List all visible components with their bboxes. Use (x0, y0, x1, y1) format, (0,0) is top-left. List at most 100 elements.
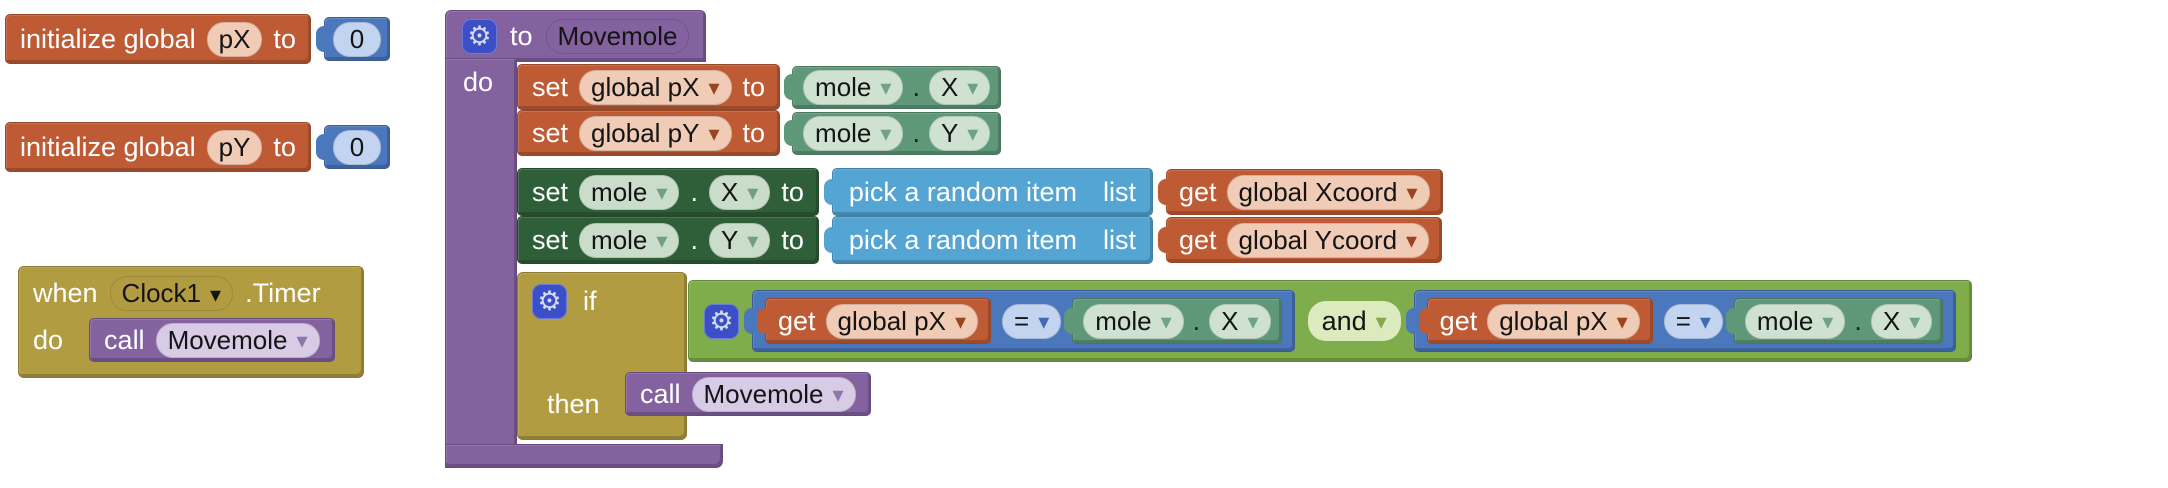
get-global-px-block[interactable]: get global pX ▾ (1418, 298, 1653, 344)
dropdown-arrow-icon: ▾ (210, 281, 222, 307)
pick-random-item-block[interactable]: pick a random item list (823, 168, 1153, 216)
set-global-px-row: set global pX ▾ to mole ▾ . X ▾ (517, 64, 1002, 110)
property-dropdown-y[interactable]: Y ▾ (928, 115, 991, 151)
property-name-text: X (720, 176, 739, 207)
call-movemole-block[interactable]: call Movemole ▾ (625, 372, 871, 416)
component-name-text: mole (815, 71, 872, 102)
variable-name-field-px[interactable]: pX (206, 21, 263, 57)
dropdown-arrow-icon: ▾ (880, 75, 892, 100)
when-do-row: do call Movemole ▾ (33, 318, 349, 362)
component-dropdown-mole[interactable]: mole ▾ (803, 115, 904, 151)
dropdown-arrow-icon: ▾ (708, 75, 720, 100)
procedure-dropdown[interactable]: Movemole ▾ (691, 376, 856, 412)
equals-block-1[interactable]: get global pX ▾ = ▾ mole ▾ . (744, 290, 1295, 352)
when-clock1-timer-block[interactable]: when Clock1 ▾ .Timer do call Movemole ▾ (18, 266, 364, 378)
number-field[interactable]: 0 (332, 21, 381, 57)
variable-dropdown-global-py[interactable]: global pY ▾ (579, 115, 732, 151)
property-dropdown-y[interactable]: Y ▾ (708, 222, 771, 258)
pick-random-item-label: pick a random item (848, 176, 1077, 207)
mole-x-getter-block[interactable]: mole ▾ . X ▾ (1064, 298, 1282, 344)
property-dropdown-x[interactable]: X ▾ (708, 174, 771, 210)
component-dropdown-mole[interactable]: mole ▾ (579, 222, 680, 258)
set-global-px-block[interactable]: set global pX ▾ to (517, 64, 781, 110)
component-dropdown-mole[interactable]: mole ▾ (579, 174, 680, 210)
component-name-text: mole (591, 224, 648, 255)
list-socket-label: list (1102, 176, 1136, 207)
component-name-text: mole (815, 117, 872, 148)
procedure-to-movemole-block[interactable]: to Movemole (445, 10, 707, 62)
set-label: set (532, 71, 569, 102)
get-global-ycoord-block[interactable]: get global Ycoord ▾ (1157, 217, 1443, 263)
property-dropdown-x[interactable]: X ▾ (928, 69, 991, 105)
variable-dropdown-global-px[interactable]: global pX ▾ (579, 69, 732, 105)
equals-block-2[interactable]: get global pX ▾ = ▾ mole ▾ . (1405, 290, 1957, 352)
list-socket-label: list (1102, 224, 1136, 255)
property-dropdown-x[interactable]: X ▾ (1870, 303, 1933, 339)
init-global-py-body[interactable]: initialize global pY to (5, 122, 311, 172)
variable-name-text: global pX (591, 71, 700, 102)
init-global-py-block[interactable]: initialize global pY to 0 (5, 122, 390, 172)
call-label: call (104, 324, 145, 355)
mutator-gear-icon[interactable] (462, 18, 497, 54)
initialize-global-label: initialize global (20, 131, 196, 162)
variable-dropdown-global-xcoord[interactable]: global Xcoord ▾ (1226, 174, 1430, 210)
set-label: set (532, 176, 569, 207)
property-dropdown-x[interactable]: X ▾ (1209, 303, 1271, 339)
property-name-text: Y (940, 117, 959, 148)
component-dropdown-mole[interactable]: mole ▾ (1744, 303, 1846, 339)
set-mole-x-block[interactable]: set mole ▾ . X ▾ to (517, 168, 819, 216)
dropdown-arrow-icon: ▾ (747, 228, 759, 253)
and-condition-block[interactable]: get global pX ▾ = ▾ mole ▾ . (688, 280, 1973, 362)
procedure-statement-stack: set global pX ▾ to mole ▾ . X ▾ set glob… (517, 64, 2157, 442)
component-dropdown-clock1[interactable]: Clock1 ▾ (110, 276, 234, 311)
dot-separator: . (912, 71, 920, 102)
init-global-px-block[interactable]: initialize global pX to 0 (5, 14, 390, 64)
call-label: call (640, 378, 681, 409)
mutator-gear-icon[interactable] (532, 284, 567, 319)
to-label: to (781, 224, 804, 255)
init-global-px-body[interactable]: initialize global pX to (5, 14, 311, 64)
dropdown-arrow-icon: ▾ (967, 75, 979, 100)
mole-x-getter-block[interactable]: mole ▾ . X ▾ (784, 65, 1002, 109)
comparison-operator-dropdown[interactable]: = ▾ (1002, 303, 1062, 339)
variable-name-text: pY (218, 131, 251, 162)
set-mole-y-block[interactable]: set mole ▾ . Y ▾ to (517, 216, 819, 264)
do-label: do (33, 324, 64, 355)
pick-random-item-block[interactable]: pick a random item list (823, 216, 1153, 264)
number-field[interactable]: 0 (332, 129, 381, 165)
mole-y-getter-block[interactable]: mole ▾ . Y ▾ (784, 111, 1002, 155)
logic-operator-dropdown[interactable]: and ▾ (1307, 301, 1401, 341)
variable-name-field-py[interactable]: pY (206, 129, 263, 165)
component-name-text: Clock1 (121, 278, 202, 308)
dropdown-arrow-icon: ▾ (1247, 309, 1259, 334)
procedure-name-field[interactable]: Movemole (546, 19, 690, 54)
procedure-dropdown[interactable]: Movemole ▾ (155, 322, 320, 358)
mole-x-getter-block[interactable]: mole ▾ . X ▾ (1725, 298, 1944, 344)
component-dropdown-mole[interactable]: mole ▾ (803, 69, 904, 105)
variable-dropdown-global-px[interactable]: global pX ▾ (825, 303, 979, 339)
set-global-py-block[interactable]: set global pY ▾ to (517, 110, 781, 156)
get-label: get (1178, 224, 1217, 255)
call-movemole-block[interactable]: call Movemole ▾ (89, 318, 335, 362)
if-header: if (532, 284, 597, 319)
variable-dropdown-global-ycoord[interactable]: global Ycoord ▾ (1226, 222, 1430, 258)
dot-separator: . (690, 224, 698, 255)
number-block-0[interactable]: 0 (315, 17, 390, 61)
logic-operator-text: and (1321, 305, 1367, 336)
component-dropdown-mole[interactable]: mole ▾ (1083, 303, 1184, 339)
when-label: when (33, 278, 98, 308)
variable-dropdown-global-px[interactable]: global pX ▾ (1487, 303, 1640, 339)
number-text: 0 (349, 131, 365, 162)
set-label: set (532, 224, 569, 255)
procedure-name-text: Movemole (167, 324, 288, 355)
get-global-px-block[interactable]: get global pX ▾ (756, 298, 992, 344)
dropdown-arrow-icon: ▾ (708, 121, 720, 146)
procedure-name-text: Movemole (557, 20, 678, 51)
comparison-operator-dropdown[interactable]: = ▾ (1663, 303, 1723, 339)
to-label: to (742, 117, 766, 148)
dropdown-arrow-icon: ▾ (747, 180, 759, 205)
procedure-body-column[interactable]: do (445, 58, 517, 468)
mutator-gear-icon[interactable] (704, 303, 739, 339)
number-block-0[interactable]: 0 (315, 125, 390, 169)
get-global-xcoord-block[interactable]: get global Xcoord ▾ (1157, 169, 1443, 215)
